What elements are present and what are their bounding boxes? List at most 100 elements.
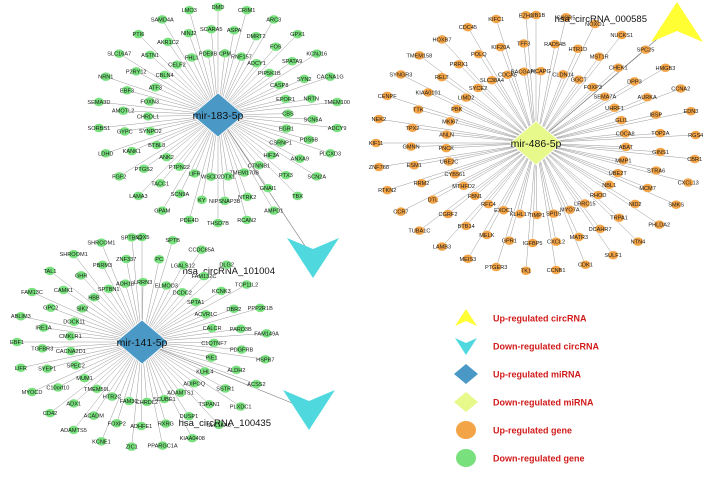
- mirna-label: mir-486-5p: [511, 138, 562, 150]
- gene-node: TPX2: [405, 123, 419, 133]
- gene-label: GYPC: [117, 129, 133, 135]
- gene-node-shape: [219, 196, 231, 206]
- gene-node: HMGB3: [655, 63, 675, 73]
- gene-label: PPP2R1B: [248, 306, 273, 312]
- gene-node-shape: [550, 265, 562, 275]
- gene-node-shape: [589, 19, 601, 29]
- gene-label: ADIPOQ: [183, 381, 205, 387]
- gene-node-shape: [560, 12, 572, 22]
- gene-label: SAMD4A: [151, 17, 174, 23]
- gene-node: C1QTNF7: [201, 338, 227, 348]
- gene-node: ADCY1: [247, 58, 266, 68]
- node-layer: DMDASPARNF157CRIM1DMRT2ADCY1ARC3FOSPIP5K…: [10, 2, 703, 452]
- gene-node: MTHFD2: [452, 181, 475, 191]
- gene-node-shape: [126, 442, 138, 452]
- gene-node-shape: [502, 70, 513, 80]
- gene-node: KY: [196, 195, 208, 205]
- gene-node: FGF2: [112, 171, 126, 181]
- gene-node: CALCR: [203, 323, 222, 333]
- gene-label: ACVR1C: [194, 312, 217, 318]
- gene-node-shape: [175, 388, 186, 398]
- gene-node-shape: [381, 185, 393, 195]
- gene-label: TIMP1: [529, 213, 545, 219]
- gene-label: TAL1: [44, 269, 57, 275]
- gene-label: PBRM3: [93, 263, 112, 269]
- gene-node-shape: [151, 140, 163, 150]
- gene-node: CYB561: [444, 169, 465, 179]
- edge: [217, 114, 274, 211]
- edge: [441, 77, 537, 144]
- gene-node: CXCL2: [547, 237, 565, 247]
- gene-label: NCAPG: [531, 69, 551, 75]
- edge: [432, 142, 537, 200]
- edge: [535, 142, 557, 271]
- gene-label: CBR1: [687, 157, 702, 163]
- gene-node: TIMP1: [529, 210, 545, 220]
- gene-node-shape: [138, 164, 150, 174]
- gene-node-shape: [324, 148, 336, 158]
- gene-node: SYEP1: [38, 364, 56, 374]
- gene-label: C10orf10: [46, 385, 69, 391]
- edge: [535, 142, 639, 242]
- gene-node-shape: [76, 303, 88, 314]
- gene-label: PTPN22: [169, 165, 190, 171]
- gene-label: EZH2: [519, 13, 533, 19]
- gene-node: ALDH2: [227, 365, 245, 375]
- circrna-triangle: [287, 238, 339, 278]
- gene-node-shape: [79, 373, 90, 383]
- gene-node: CLDN14: [552, 69, 574, 79]
- gene-label: CHRDL1: [137, 114, 159, 120]
- gene-node: ARC3: [266, 14, 281, 24]
- gene-node: KIF11: [369, 138, 384, 148]
- gene-label: SCN5A: [304, 117, 323, 123]
- gene-node: GYPC: [117, 126, 133, 136]
- edge: [419, 55, 537, 144]
- gene-label: KIF11: [369, 141, 384, 147]
- gene-node: EDN3: [684, 106, 699, 116]
- gene-label: ZNF337: [116, 257, 136, 263]
- gene-node: CHRDL1: [137, 111, 159, 121]
- gene-node-shape: [160, 419, 172, 429]
- edge: [535, 142, 636, 205]
- legend-swatch: [455, 338, 477, 355]
- gene-node: ADAMTS1: [167, 388, 194, 398]
- gene-label: EDN3: [684, 109, 699, 115]
- gene-node: SYNGR3: [389, 69, 412, 79]
- gene-node: GLI1: [615, 115, 627, 125]
- edge: [141, 284, 247, 343]
- gene-label: TK1: [521, 269, 531, 275]
- edge: [467, 142, 537, 259]
- gene-node-shape: [133, 191, 144, 201]
- gene-label: FOS: [270, 45, 282, 51]
- gene-node-shape: [135, 421, 147, 431]
- gene-node-shape: [573, 232, 585, 242]
- gene-label: MTHFD2: [452, 184, 475, 190]
- gene-label: KCNE1: [92, 439, 111, 445]
- gene-node-shape: [177, 260, 189, 270]
- gene-label: LIFR: [189, 171, 201, 177]
- circrna-node: hsa_circRNA_000585: [555, 2, 703, 42]
- gene-node-shape: [96, 238, 107, 248]
- gene-label: NOXO1: [585, 22, 605, 28]
- gene-node-shape: [205, 24, 217, 34]
- gene-node: PBK: [451, 104, 463, 114]
- circrna-edge: [141, 341, 310, 411]
- gene-node-shape: [303, 135, 315, 145]
- gene-node: NTN4: [631, 237, 645, 247]
- gene-node-shape: [126, 146, 138, 156]
- gene-node-shape: [531, 210, 543, 220]
- gene-label: ADAMTS5: [60, 428, 86, 434]
- gene-node: RNF157: [231, 52, 252, 62]
- gene-node-shape: [156, 206, 168, 216]
- gene-node: CPM: [219, 48, 232, 58]
- gene-node: CRIM1: [238, 5, 255, 15]
- gene-label: FAM3C: [120, 399, 139, 405]
- gene-node-shape: [268, 14, 280, 24]
- gene-node: SCN2A: [307, 171, 326, 181]
- gene-label: MATR3: [570, 235, 589, 241]
- gene-label: RHOD: [590, 193, 606, 199]
- gene-node-shape: [183, 411, 195, 421]
- gene-node: NINJ2: [181, 28, 197, 38]
- gene-label: TBX: [292, 194, 303, 200]
- gene-node: FHL1: [185, 52, 199, 63]
